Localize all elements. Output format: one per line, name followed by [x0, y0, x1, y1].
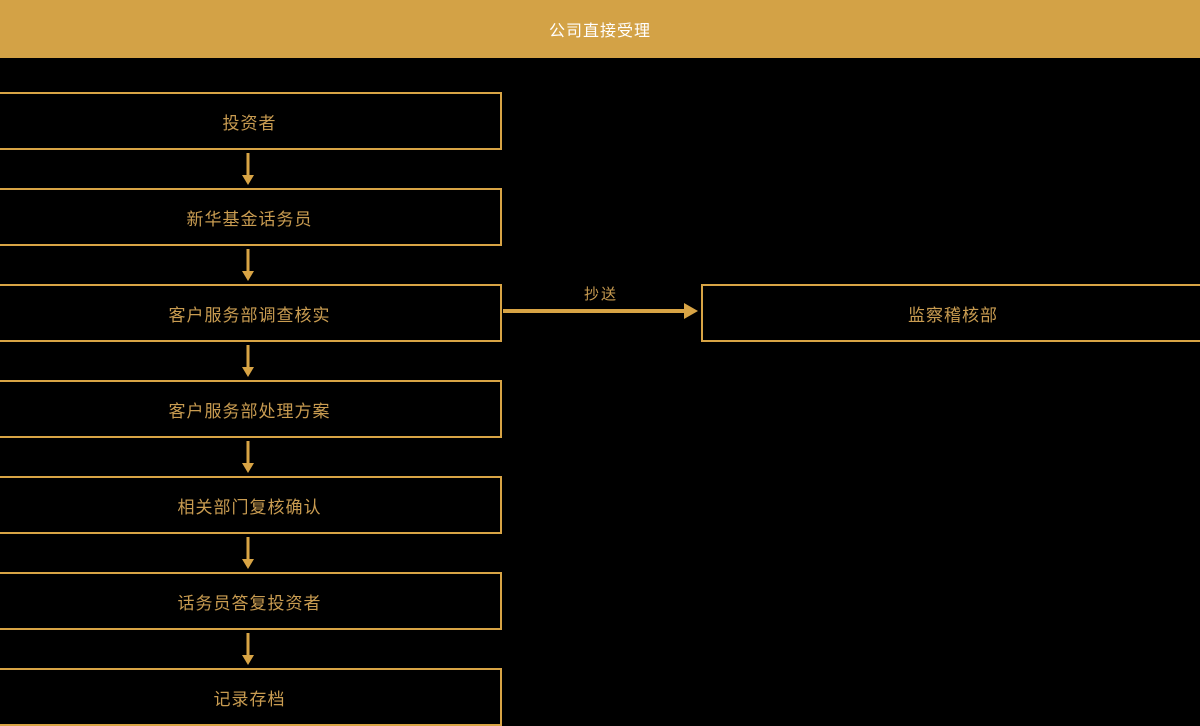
flow-step-label: 记录存档	[213, 689, 286, 710]
flow-step-investor: 投资者	[0, 92, 502, 150]
arrow-head	[242, 463, 254, 473]
flow-step-label: 投资者	[222, 113, 277, 134]
branch-arrow-label: 抄送	[583, 285, 618, 303]
flow-step-reply: 话务员答复投资者	[0, 572, 502, 630]
down-arrow-icon	[242, 537, 254, 569]
down-arrow-icon	[242, 345, 254, 377]
arrow-head	[242, 175, 254, 185]
right-arrow-icon	[684, 303, 698, 319]
arrow-stem	[246, 633, 250, 656]
flow-step-label: 客户服务部调查核实	[168, 305, 331, 326]
arrow-stem	[246, 153, 250, 176]
down-arrow-icon	[242, 633, 254, 665]
right-arrow-stem	[503, 309, 685, 313]
arrow-head	[242, 367, 254, 377]
flow-step-operator: 新华基金话务员	[0, 188, 502, 246]
arrow-stem	[246, 537, 250, 560]
arrow-stem	[246, 249, 250, 272]
arrow-head	[242, 559, 254, 569]
flow-step-review: 相关部门复核确认	[0, 476, 502, 534]
header-banner: 公司直接受理	[0, 0, 1200, 58]
arrow-stem	[246, 345, 250, 368]
flow-step-label: 监察稽核部	[908, 305, 998, 326]
flow-step-label: 新华基金话务员	[186, 209, 313, 230]
flow-step-label: 相关部门复核确认	[177, 497, 322, 518]
down-arrow-icon	[242, 153, 254, 185]
arrow-head	[242, 271, 254, 281]
arrow-head	[242, 655, 254, 665]
down-arrow-icon	[242, 249, 254, 281]
flow-branch-target-audit-dept: 监察稽核部	[701, 284, 1200, 342]
flow-step-label: 客户服务部处理方案	[168, 401, 331, 422]
flow-step-archive: 记录存档	[0, 668, 502, 726]
flow-step-investigate: 客户服务部调查核实	[0, 284, 502, 342]
header-title: 公司直接受理	[548, 21, 651, 40]
arrow-stem	[246, 441, 250, 464]
flow-step-solution: 客户服务部处理方案	[0, 380, 502, 438]
flow-step-label: 话务员答复投资者	[177, 593, 322, 614]
down-arrow-icon	[242, 441, 254, 473]
